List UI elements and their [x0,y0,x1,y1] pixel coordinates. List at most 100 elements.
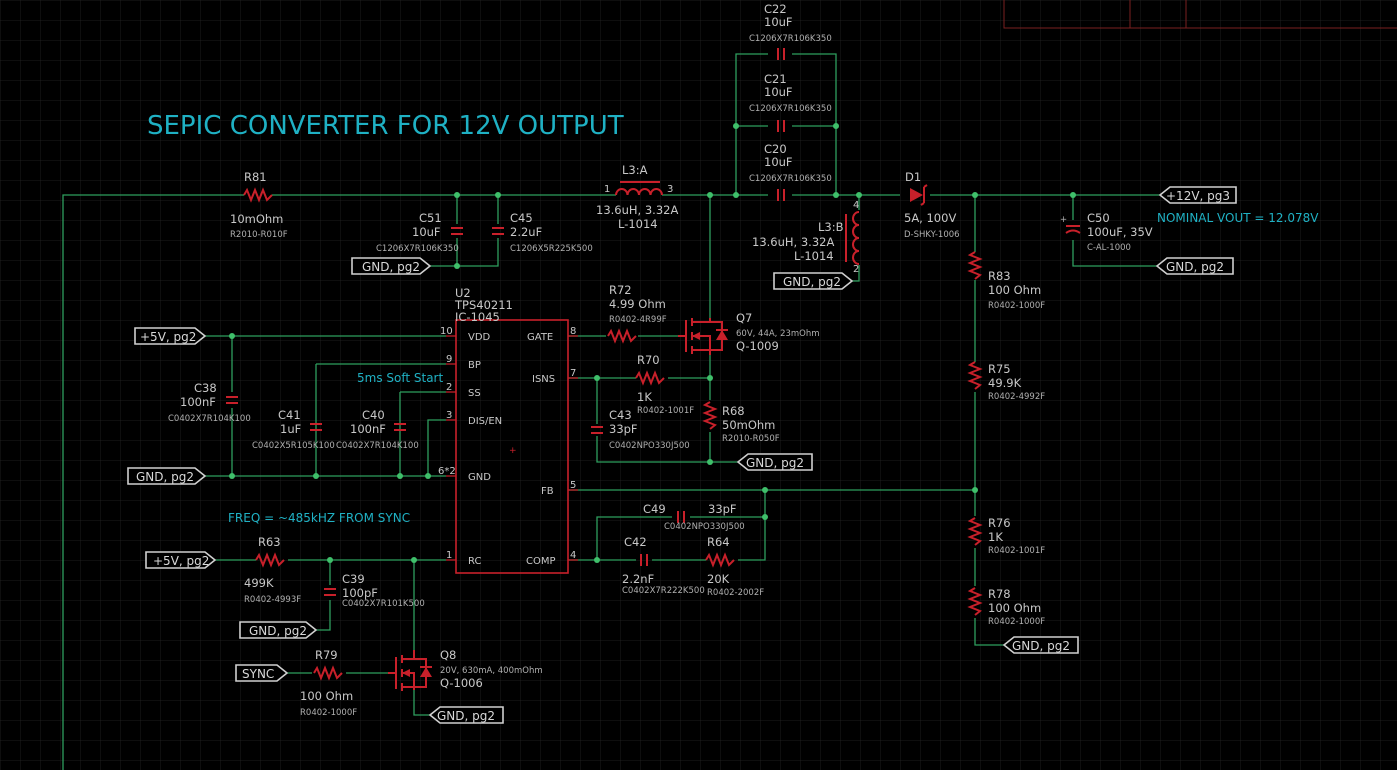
svg-text:D-SHKY-1006: D-SHKY-1006 [904,230,960,240]
port-gnd-c50[interactable]: GND, pg2 [1155,257,1234,275]
c40-capacitor[interactable]: C40 100nF C0402X7R104K100 [336,408,419,451]
port-sync[interactable]: SYNC [235,664,289,682]
pinnum-dis: 3 [446,410,452,421]
svg-text:20V, 630mA, 400mOhm: 20V, 630mA, 400mOhm [440,666,543,676]
pin-dis: DIS/EN [468,416,502,427]
r76-resistor[interactable]: R76 1K R0402-1001F [967,516,1045,556]
l3b-inductor[interactable]: L3:B 13.6uH, 3.32A L-1014 4 2 [752,200,859,275]
svg-text:100pF: 100pF [342,586,378,600]
svg-text:GND, pg2: GND, pg2 [1166,260,1224,274]
q7-mosfet[interactable]: Q7 60V, 44A, 23mOhm Q-1009 [678,311,820,355]
svg-text:R78: R78 [988,587,1011,601]
c20-capacitor[interactable]: C20 10uF C1206X7R106K350 [749,142,832,201]
svg-text:C43: C43 [609,408,632,422]
r81-resistor[interactable]: R81 10mOhm R2010-R010F [230,170,288,240]
r70-resistor[interactable]: R70 1K R0402-1001F [635,353,694,416]
svg-text:100 Ohm: 100 Ohm [988,283,1041,297]
svg-text:13.6uH, 3.32A: 13.6uH, 3.32A [596,203,678,217]
svg-text:10uF: 10uF [412,225,441,239]
r78-resistor[interactable]: R78 100 Ohm R0402-1000F [967,587,1045,627]
c51-capacitor[interactable]: C51 10uF C1206X7R106K350 [376,211,463,254]
pinnum-gnd: 6*2 [438,466,456,477]
pinnum-rc: 1 [446,550,452,561]
r83-resistor[interactable]: R83 100 Ohm R0402-1000F [967,251,1045,311]
port-gnd-c39[interactable]: GND, pg2 [239,621,318,639]
port-gnd-r78[interactable]: GND, pg2 [1002,636,1079,654]
svg-text:49.9K: 49.9K [988,376,1022,390]
c45-capacitor[interactable]: C45 2.2uF C1206X5R225K500 [492,211,593,254]
svg-text:C1206X5R225K500: C1206X5R225K500 [510,244,593,254]
svg-text:C39: C39 [342,572,365,586]
svg-text:C50: C50 [1087,211,1110,225]
pinnum-ss: 2 [446,382,452,393]
port-gnd-left[interactable]: GND, pg2 [127,467,207,485]
pinnum-fb: 5 [570,480,576,491]
svg-text:13.6uH, 3.32A: 13.6uH, 3.32A [752,235,834,249]
svg-text:10mOhm: 10mOhm [230,212,283,226]
d1-diode[interactable]: D1 5A, 100V D-SHKY-1006 [904,170,960,240]
svg-text:R81: R81 [244,170,267,184]
port-5v-rc[interactable]: +5V, pg2 [145,551,217,569]
port-gnd-c51[interactable]: GND, pg2 [351,257,432,275]
svg-text:60V, 44A, 23mOhm: 60V, 44A, 23mOhm [736,329,820,339]
svg-text:Q-1006: Q-1006 [440,676,483,690]
svg-text:100nF: 100nF [350,422,386,436]
r68-resistor[interactable]: R68 50mOhm R2010-R050F [702,401,780,444]
svg-text:Q-1009: Q-1009 [736,339,779,353]
freq-note: FREQ = ~485kHZ FROM SYNC [228,511,410,525]
q8-mosfet[interactable]: Q8 20V, 630mA, 400mOhm Q-1006 [388,648,543,691]
svg-text:R68: R68 [722,404,745,418]
svg-text:L3:B: L3:B [818,220,844,234]
svg-text:10uF: 10uF [764,85,793,99]
ic-u2[interactable]: U2 TPS40211 IC-1045 VDD BP SS DIS/EN GND… [438,286,578,574]
svg-text:100 Ohm: 100 Ohm [988,601,1041,615]
port-gnd-r68[interactable]: GND, pg2 [736,453,813,471]
svg-text:C41: C41 [278,408,301,422]
r79-resistor[interactable]: R79 100 Ohm R0402-1000F [300,648,357,718]
c42-capacitor[interactable]: C42 2.2nF C0402X7R222K500 [622,535,705,596]
svg-text:GND, pg2: GND, pg2 [1012,639,1070,653]
svg-text:R72: R72 [609,283,632,297]
c38-capacitor[interactable]: C38 100nF C0402X7R104K100 [168,381,251,424]
port-5v-vdd[interactable]: +5V, pg2 [134,327,207,345]
port-gnd-l3b[interactable]: GND, pg2 [773,272,854,290]
svg-text:C1206X7R106K350: C1206X7R106K350 [376,244,459,254]
r72-resistor[interactable]: R72 4.99 Ohm R0402-4R99F [607,283,667,344]
pinnum-bp: 9 [446,354,452,365]
svg-text:L-1014: L-1014 [618,217,658,231]
svg-text:GND, pg2: GND, pg2 [437,709,495,723]
svg-text:C0402NPO330J500: C0402NPO330J500 [664,522,745,532]
pin-rc: RC [468,556,481,567]
svg-text:2: 2 [853,264,859,275]
svg-text:33pF: 33pF [708,502,737,516]
ic-part: IC-1045 [455,310,500,324]
pinnum-isns: 7 [570,368,576,379]
c22-capacitor[interactable]: C22 10uF C1206X7R106K350 [749,2,832,60]
svg-text:R0402-4R99F: R0402-4R99F [609,315,667,325]
c21-capacitor[interactable]: C21 10uF C1206X7R106K350 [749,72,832,132]
svg-text:+12V, pg3: +12V, pg3 [1166,189,1230,203]
svg-text:GND, pg2: GND, pg2 [136,470,194,484]
pin-vdd: VDD [468,332,491,343]
c43-capacitor[interactable]: C43 33pF C0402NPO330J500 [591,408,690,451]
r63-resistor[interactable]: R63 499K R0402-4993F [244,535,301,605]
svg-text:1K: 1K [988,530,1003,544]
c49-capacitor[interactable]: C49 33pF C0402NPO330J500 [643,502,745,532]
c41-capacitor[interactable]: C41 1uF C0402X5R105K100 [252,408,335,451]
r75-resistor[interactable]: R75 49.9K R0402-4992F [967,361,1045,402]
svg-text:C1206X7R106K350: C1206X7R106K350 [749,104,832,114]
svg-text:100nF: 100nF [180,395,216,409]
r64-resistor[interactable]: R64 20K R0402-2002F [705,535,764,598]
port-gnd-q8[interactable]: GND, pg2 [428,706,504,724]
junctions [229,123,1076,563]
c50-capacitor[interactable]: + C50 100uF, 35V C-AL-1000 [1060,211,1153,253]
svg-text:10uF: 10uF [764,15,793,29]
port-12v-out[interactable]: +12V, pg3 [1158,186,1237,204]
c39-capacitor[interactable]: C39 100pF C0402X7R101K500 [324,572,425,609]
pin-fb: FB [541,486,554,497]
pinnum-gate: 8 [570,326,576,337]
svg-text:C21: C21 [764,72,787,86]
svg-text:D1: D1 [905,170,921,184]
l3a-inductor[interactable]: L3:A 1 3 13.6uH, 3.32A L-1014 [596,163,678,231]
